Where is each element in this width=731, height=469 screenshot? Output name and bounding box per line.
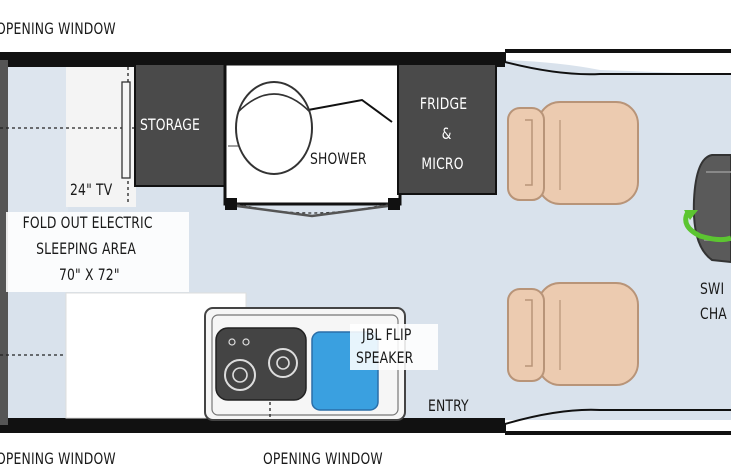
passenger-seat-top [507,101,639,205]
burner-large [224,359,256,391]
cab-outline-top [504,52,731,76]
burner-small [268,348,298,378]
label-micro: MICRO [421,154,464,173]
label-swivel-line2: CHA [700,304,727,323]
label-fridge: FRIDGE [419,94,468,113]
fridge-cabinet [397,63,497,195]
tv-unit [121,81,131,179]
swivel-chair [683,154,731,264]
label-speaker-line2: SPEAKER [356,348,414,367]
bottom-wall [0,418,505,433]
bathroom-door-post-left [225,198,237,210]
label-sleeping-line1: FOLD OUT ELECTRIC [22,213,153,232]
swivel-arrow-icon [683,210,731,243]
label-entry: ENTRY [428,396,469,415]
label-swivel-line1: SWI [700,279,725,298]
label-storage: STORAGE [140,115,201,134]
label-opening-window-top: OPENING WINDOW [0,19,116,38]
passenger-seat-bottom [507,282,639,386]
speaker-label: JBL FLIP SPEAKER [350,324,438,370]
sleeping-area-label: FOLD OUT ELECTRIC SLEEPING AREA 70" X 72… [6,212,189,292]
label-opening-window-bottom-left: OPENING WINDOW [0,449,116,468]
label-sleeping-line3: 70" X 72" [58,265,120,284]
bathroom-door-post-right [388,198,400,210]
label-shower: SHOWER [310,149,367,168]
label-opening-window-bottom-mid: OPENING WINDOW [263,449,383,468]
cab-outline-bottom [504,408,731,432]
label-tv: 24" TV [70,180,113,199]
label-speaker-line1: JBL FLIP [362,325,412,344]
label-sleeping-line2: SLEEPING AREA [36,239,137,258]
label-fridge-amp: & [441,124,452,143]
toilet [235,81,313,175]
rear-wall [0,60,8,425]
